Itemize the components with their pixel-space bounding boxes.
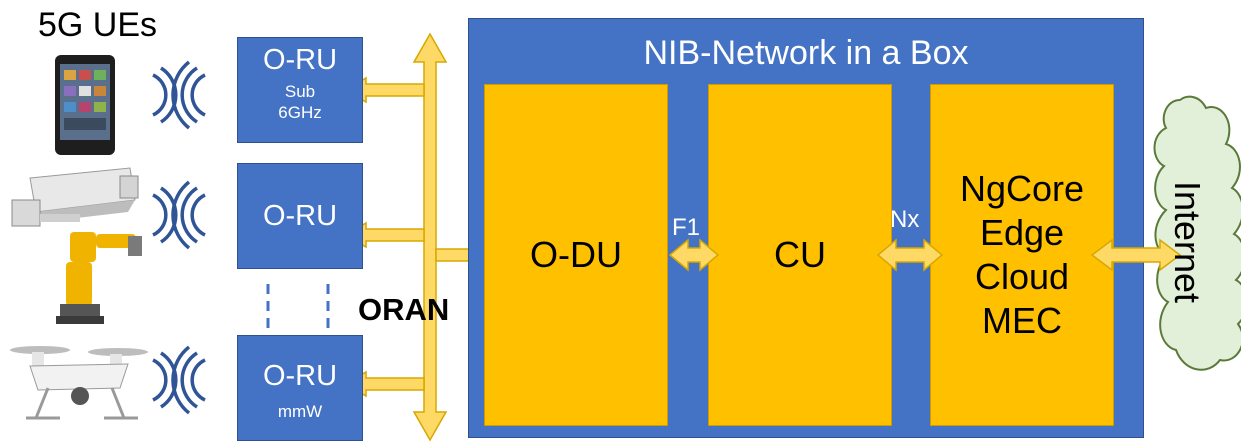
odu-block: O-DU	[484, 84, 668, 426]
industrial-robot-arm-icon	[56, 232, 142, 324]
ue-title: 5G UEs	[38, 6, 158, 44]
cu-block: CU	[708, 84, 892, 426]
cu-label: CU	[774, 234, 826, 276]
nx-interface-label: Nx	[890, 206, 920, 233]
core-label-ngcore: NgCore	[959, 168, 1085, 210]
f1-interface-arrow	[668, 238, 720, 272]
core-block: NgCore Edge Cloud MEC	[930, 84, 1114, 426]
oru-band-label: Sub	[284, 82, 316, 101]
nx-interface-arrow	[876, 238, 944, 272]
wireless-signal-icon	[152, 345, 206, 415]
internet-label: Internet	[1167, 180, 1208, 304]
f1-interface-label: F1	[672, 214, 701, 241]
core-label-cloud: Cloud	[974, 256, 1070, 297]
oru-box: O-RU	[237, 163, 363, 269]
oru-label: O-RU	[262, 44, 338, 76]
internet-link-arrow	[1090, 238, 1182, 272]
wireless-signal-icon	[152, 60, 206, 130]
core-label-edge: Edge	[979, 212, 1065, 254]
drone-icon	[10, 346, 148, 420]
oru-label: O-RU	[262, 360, 338, 392]
odu-label: O-DU	[530, 234, 622, 276]
surveillance-camera-icon	[11, 167, 139, 227]
oran-label: ORAN	[358, 292, 450, 327]
oru-band-label: mmW	[277, 402, 323, 421]
oru-link-arrow	[344, 370, 425, 398]
oru-band-label: 6GHz	[278, 103, 322, 123]
oru-sub6ghz-box: O-RU Sub 6GHz	[237, 37, 363, 143]
oran-bus-arrow	[412, 32, 448, 442]
nib-title: NIB-Network in a Box	[643, 34, 969, 72]
oru-link-arrow	[344, 221, 425, 249]
oru-label: O-RU	[262, 200, 338, 232]
oru-mmw-box: O-RU mmW	[237, 335, 363, 441]
core-label-mec: MEC	[982, 299, 1062, 341]
wireless-signal-icon	[152, 180, 206, 250]
internet-cloud-icon	[1153, 95, 1241, 371]
oru-link-arrow	[344, 76, 425, 104]
smartphone-icon	[55, 55, 115, 155]
